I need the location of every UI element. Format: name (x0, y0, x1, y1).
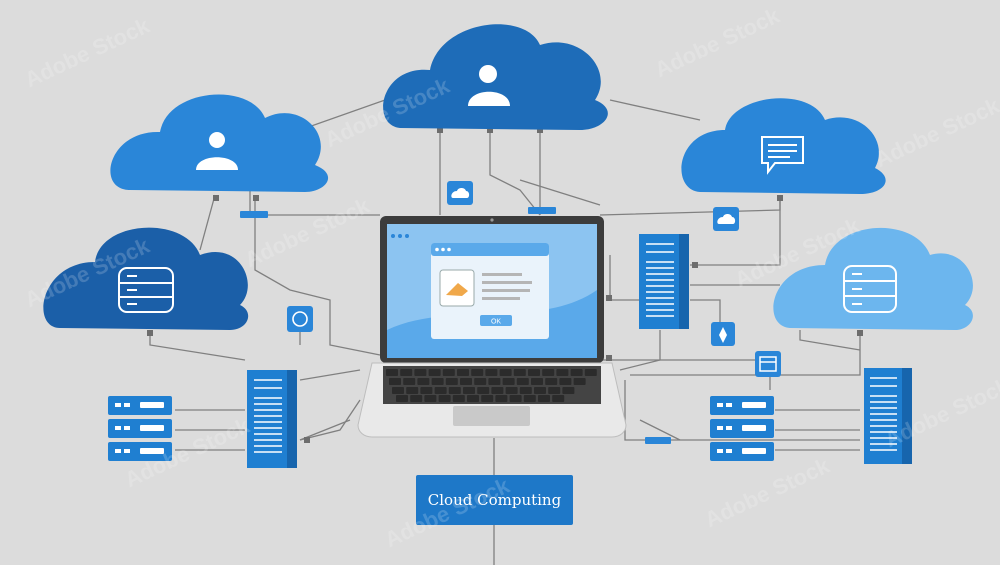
key (495, 395, 508, 402)
key (548, 387, 561, 394)
key (442, 369, 455, 376)
key (477, 387, 490, 394)
key (438, 395, 451, 402)
key (542, 369, 555, 376)
server-rack-left (108, 396, 172, 461)
key (562, 387, 575, 394)
gear-badge-icon (711, 322, 735, 346)
key (392, 387, 404, 394)
app-window: OK (431, 243, 549, 339)
key (516, 378, 529, 385)
key (434, 387, 447, 394)
cloud-user-top (383, 24, 608, 131)
key (463, 387, 475, 394)
server-tower-left (247, 370, 297, 468)
key (505, 387, 518, 394)
key (545, 378, 558, 385)
key (445, 378, 458, 385)
key (488, 378, 501, 385)
user-icon (196, 132, 238, 170)
key (519, 387, 532, 394)
key (556, 369, 569, 376)
key (528, 369, 540, 376)
key (403, 378, 416, 385)
network-badge-icon (287, 306, 313, 332)
calendar-badge-icon (755, 351, 781, 377)
key (420, 387, 433, 394)
key (534, 387, 546, 394)
key (523, 395, 536, 402)
database-icon (843, 265, 897, 313)
key (513, 369, 526, 376)
key (448, 387, 461, 394)
key (538, 395, 550, 402)
connector-nubs (147, 127, 863, 443)
cloud-database-right (773, 227, 973, 330)
keyboard (386, 369, 597, 402)
key (410, 395, 423, 402)
key (584, 369, 597, 376)
key (396, 395, 408, 402)
key (570, 369, 583, 376)
connector-pills (240, 207, 671, 444)
key (400, 369, 413, 376)
key (491, 387, 504, 394)
key (386, 369, 398, 376)
key (485, 369, 498, 376)
key (552, 395, 565, 402)
cloud-badge-icon (713, 207, 739, 231)
server-tower-center-right (639, 234, 689, 329)
server-rack-right (710, 396, 774, 461)
laptop: OK (357, 216, 627, 438)
window-ok-button[interactable] (480, 315, 512, 326)
key (467, 395, 479, 402)
key (471, 369, 484, 376)
server-tower-right (864, 368, 912, 464)
cloud-database-left (43, 227, 249, 330)
cloud-computing-label: Cloud Computing (416, 475, 573, 525)
key (559, 378, 572, 385)
chat-icon (761, 136, 804, 175)
key (424, 395, 437, 402)
key (499, 369, 512, 376)
key (389, 378, 401, 385)
key (502, 378, 515, 385)
cloud-badge-icon (447, 181, 473, 205)
key (474, 378, 487, 385)
key (573, 378, 586, 385)
cloud-user-left (110, 94, 329, 192)
key (428, 369, 441, 376)
key (457, 369, 469, 376)
stock-id: #950637635 (0, 330, 30, 530)
key (460, 378, 472, 385)
cloud-chat-right (681, 98, 886, 194)
key (531, 378, 543, 385)
key (481, 395, 494, 402)
key (417, 378, 430, 385)
key (431, 378, 444, 385)
window-ok-label: OK (491, 319, 501, 326)
key (406, 387, 419, 394)
key (452, 395, 465, 402)
user-icon (468, 65, 510, 106)
key (509, 395, 522, 402)
key (414, 369, 427, 376)
database-icon (118, 267, 174, 313)
